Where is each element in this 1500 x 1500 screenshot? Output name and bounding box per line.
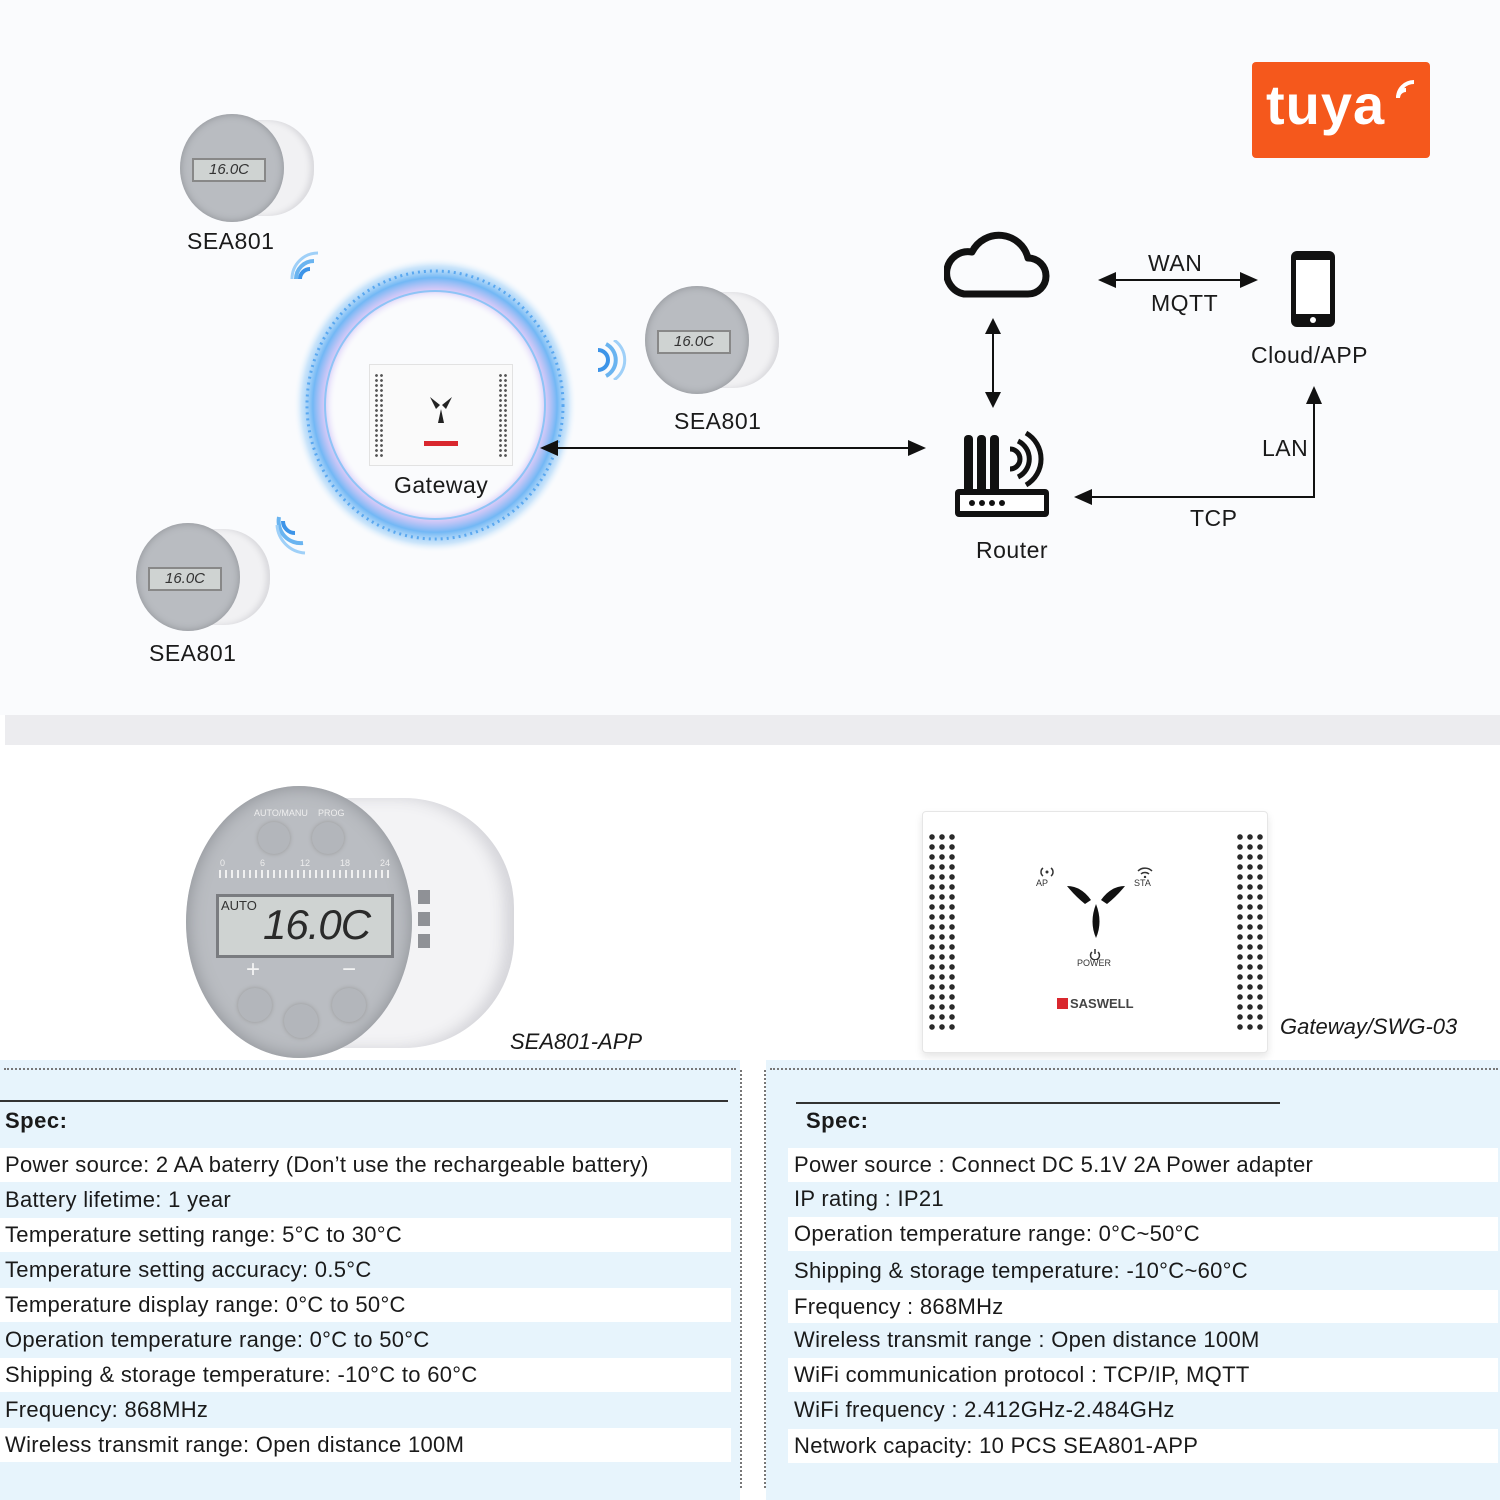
power-label: POWER: [1077, 958, 1112, 968]
spec-rule: [796, 1102, 1280, 1104]
spec-row: Shipping & storage temperature: -10°C to…: [0, 1358, 731, 1392]
spec-row: Frequency: 868MHz: [0, 1393, 731, 1427]
gateway-label: Gateway: [394, 472, 489, 498]
spec-row: Temperature display range: 0°C to 50°C: [0, 1288, 731, 1322]
spec-row: Wireless transmit range: Open distance 1…: [0, 1428, 731, 1462]
thermostat-device: 16.0C: [180, 114, 320, 224]
auto-manu-button: [258, 822, 290, 854]
spec-title-right: Spec:: [806, 1108, 869, 1133]
vent-dots: [498, 373, 508, 457]
thermostat-device: 16.0C: [136, 523, 276, 633]
tuya-logo: tuya: [1252, 62, 1430, 158]
wan-label: WAN: [1148, 250, 1203, 276]
power-icon: [1089, 949, 1101, 960]
router-label: Router: [976, 537, 1049, 563]
cloud-app-label: Cloud/APP: [1251, 342, 1369, 368]
saswell-emblem-icon: [1067, 886, 1125, 938]
prog-button: [312, 822, 344, 854]
dotted-divider-vertical: [764, 1070, 766, 1488]
scale-number: 12: [300, 858, 311, 868]
thermostat-lcd-large: AUTO 16.0C: [216, 894, 394, 958]
router-icon: [955, 430, 1049, 517]
lcd-mode: AUTO: [221, 898, 257, 913]
smartphone-icon: [1291, 251, 1335, 327]
brand-text: SASWELL: [1070, 996, 1134, 1011]
vent-dots: [374, 373, 384, 457]
gateway-caption: Gateway/SWG-03: [1280, 1014, 1458, 1039]
spec-row: Temperature setting accuracy: 0.5°C: [0, 1253, 731, 1287]
spec-row: WiFi frequency : 2.412GHz-2.484GHz: [788, 1393, 1498, 1427]
sta-label: STA: [1134, 878, 1151, 888]
spec-rule: [0, 1100, 728, 1102]
scale-number: 6: [260, 858, 266, 868]
brand-mark: [424, 441, 458, 446]
spec-row: Power source: 2 AA baterry (Don’t use th…: [0, 1148, 731, 1182]
saswell-brand: SASWELL: [1057, 996, 1134, 1011]
lan-label: LAN: [1262, 435, 1309, 461]
dotted-divider-vertical: [740, 1070, 742, 1488]
thermostat-label: SEA801: [149, 640, 237, 666]
dotted-divider: [770, 1068, 1498, 1070]
auto-manu-label: AUTO/MANU: [254, 808, 308, 818]
thermostat-product-image: AUTO/MANU PROG AUTO 16.0C + − 0 6 12 18 24: [186, 786, 526, 1058]
scale-ticks: [219, 870, 389, 878]
spec-row: IP rating : IP21: [788, 1182, 1498, 1216]
ap-label: AP: [1036, 878, 1049, 888]
thermostat-lcd: 16.0C: [192, 158, 266, 182]
thermostat-lcd: 16.0C: [148, 567, 222, 591]
scale-number: 24: [380, 858, 391, 868]
minus-button: [332, 988, 366, 1022]
spec-row: WiFi communication protocol : TCP/IP, MQ…: [788, 1358, 1498, 1392]
connection-arrows: [540, 272, 1322, 505]
spec-title-left: Spec:: [5, 1108, 68, 1133]
vent-dots: [1235, 832, 1263, 1032]
spec-row: Temperature setting range: 5°C to 30°C: [0, 1218, 731, 1252]
gateway-product-image: AP STA POWER SASWELL: [922, 811, 1268, 1053]
thermostat-lcd: 16.0C: [657, 330, 731, 354]
tcp-label: TCP: [1190, 505, 1238, 531]
dotted-divider: [4, 1068, 736, 1070]
sta-wifi-icon: [1137, 867, 1153, 878]
prog-label: PROG: [318, 808, 345, 818]
plus-button: [238, 988, 272, 1022]
tuya-logo-text: tuya: [1266, 73, 1386, 136]
thermostat-caption: SEA801-APP: [510, 1029, 643, 1054]
spec-row: Network capacity: 10 PCS SEA801-APP: [788, 1429, 1498, 1463]
thermostat-label: SEA801: [674, 408, 762, 434]
ap-signal-icon: [1040, 867, 1054, 877]
spec-row: Operation temperature range: 0°C~50°C: [788, 1217, 1498, 1251]
vent-dots: [927, 832, 955, 1032]
wireless-waves-icon: [290, 251, 319, 280]
minus-label: −: [342, 956, 357, 983]
spec-row: Battery lifetime: 1 year: [0, 1183, 731, 1217]
mqtt-label: MQTT: [1151, 290, 1219, 316]
scale-number: 18: [340, 858, 351, 868]
wireless-waves-icon: [597, 340, 627, 380]
section-divider: [5, 715, 1500, 745]
center-button: [284, 1004, 318, 1038]
spec-row: Wireless transmit range : Open distance …: [788, 1323, 1498, 1357]
wifi-signal-icon: [1396, 80, 1415, 99]
scale-number: 0: [220, 858, 226, 868]
spec-row: Operation temperature range: 0°C to 50°C: [0, 1323, 731, 1357]
thermostat-label: SEA801: [187, 228, 275, 254]
cloud-icon: [944, 231, 1050, 298]
thermostat-device: 16.0C: [645, 286, 785, 396]
lcd-temperature: 16.0C: [263, 901, 371, 948]
wireless-waves-icon: [275, 516, 306, 555]
spec-row: Shipping & storage temperature: -10°C~60…: [788, 1254, 1498, 1288]
saswell-logo-icon: [1057, 998, 1068, 1009]
gateway-device-small: [369, 364, 513, 466]
saswell-emblem-icon: [430, 397, 452, 423]
spec-row: Frequency : 868MHz: [788, 1290, 1498, 1324]
plus-label: +: [246, 956, 261, 983]
spec-row: Power source : Connect DC 5.1V 2A Power …: [788, 1148, 1498, 1182]
